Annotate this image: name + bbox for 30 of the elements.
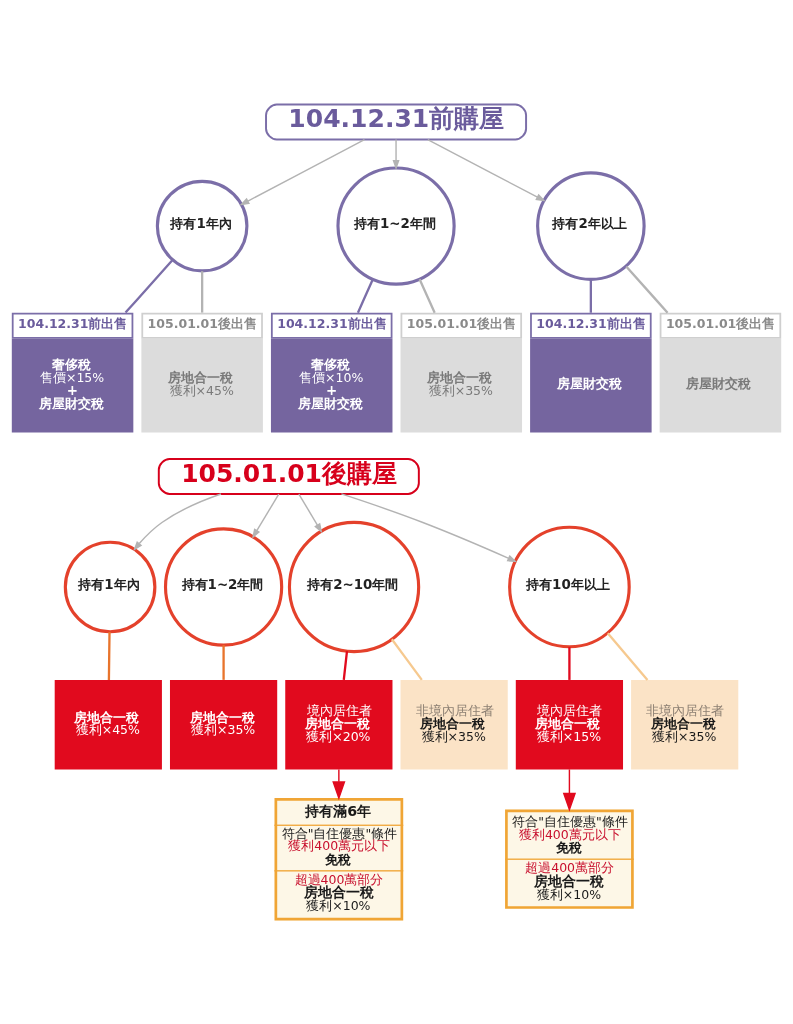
connector — [625, 265, 669, 313]
node-box: 境內居住者 房地合一稅 獲利×15% — [515, 679, 624, 769]
connector — [390, 638, 423, 681]
arrow — [562, 768, 577, 812]
node-box: 房地合一稅 獲利×35% — [169, 679, 278, 769]
node-box: 房地合一稅 獲利×45% — [54, 679, 162, 769]
connector — [589, 279, 592, 313]
connector — [356, 278, 374, 313]
arrow — [252, 492, 280, 539]
node-box: 104.12.31前購屋 — [265, 103, 528, 140]
connector — [606, 631, 649, 681]
node-box: 非境內居住者 房地合一稅 獲利×35% — [631, 679, 739, 769]
node-box: 非境內居住者 房地合一稅 獲利×35% — [400, 679, 508, 769]
connector — [568, 646, 571, 680]
arrow — [392, 138, 400, 170]
connector — [201, 270, 204, 313]
connector — [222, 644, 225, 680]
node-box: 105.01.01後購屋 — [157, 457, 420, 495]
node-circle: 持有1~2年間 — [336, 165, 456, 286]
arrow — [133, 492, 222, 551]
arrow — [340, 492, 518, 562]
arrow — [239, 138, 366, 205]
connector — [342, 650, 349, 680]
arrow — [427, 138, 546, 201]
connector — [107, 631, 111, 680]
node-box: 境內居住者 房地合一稅 獲利×20% — [285, 679, 393, 769]
connector — [124, 258, 174, 313]
arrow — [332, 768, 346, 800]
connector — [418, 278, 436, 313]
arrow — [298, 492, 323, 533]
